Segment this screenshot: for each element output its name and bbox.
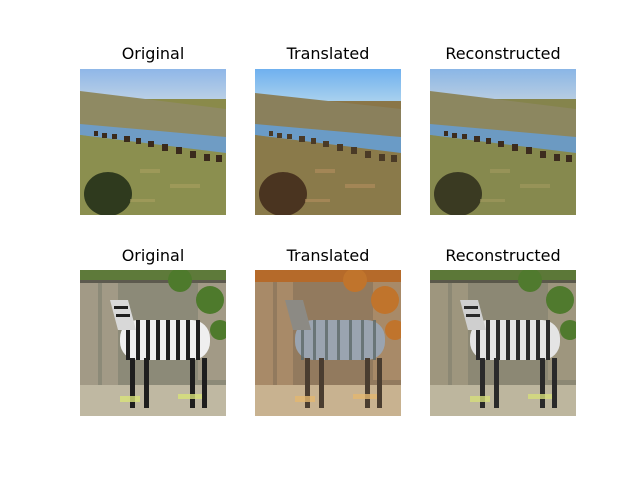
image-translated-horses	[255, 69, 401, 215]
panel-title-reconstructed-row1: Reconstructed	[445, 44, 561, 63]
image-original-zebra	[80, 270, 226, 416]
panel-title-original-row1: Original	[121, 44, 185, 63]
panel-title-translated-row2: Translated	[286, 246, 370, 265]
image-reconstructed-zebra	[430, 270, 576, 416]
panel-title-original-row2: Original	[121, 246, 185, 265]
image-translated-zebra	[255, 270, 401, 416]
panel-title-reconstructed-row2: Reconstructed	[445, 246, 561, 265]
panel-title-translated-row1: Translated	[286, 44, 370, 63]
image-original-horses	[80, 69, 226, 215]
image-reconstructed-horses	[430, 69, 576, 215]
